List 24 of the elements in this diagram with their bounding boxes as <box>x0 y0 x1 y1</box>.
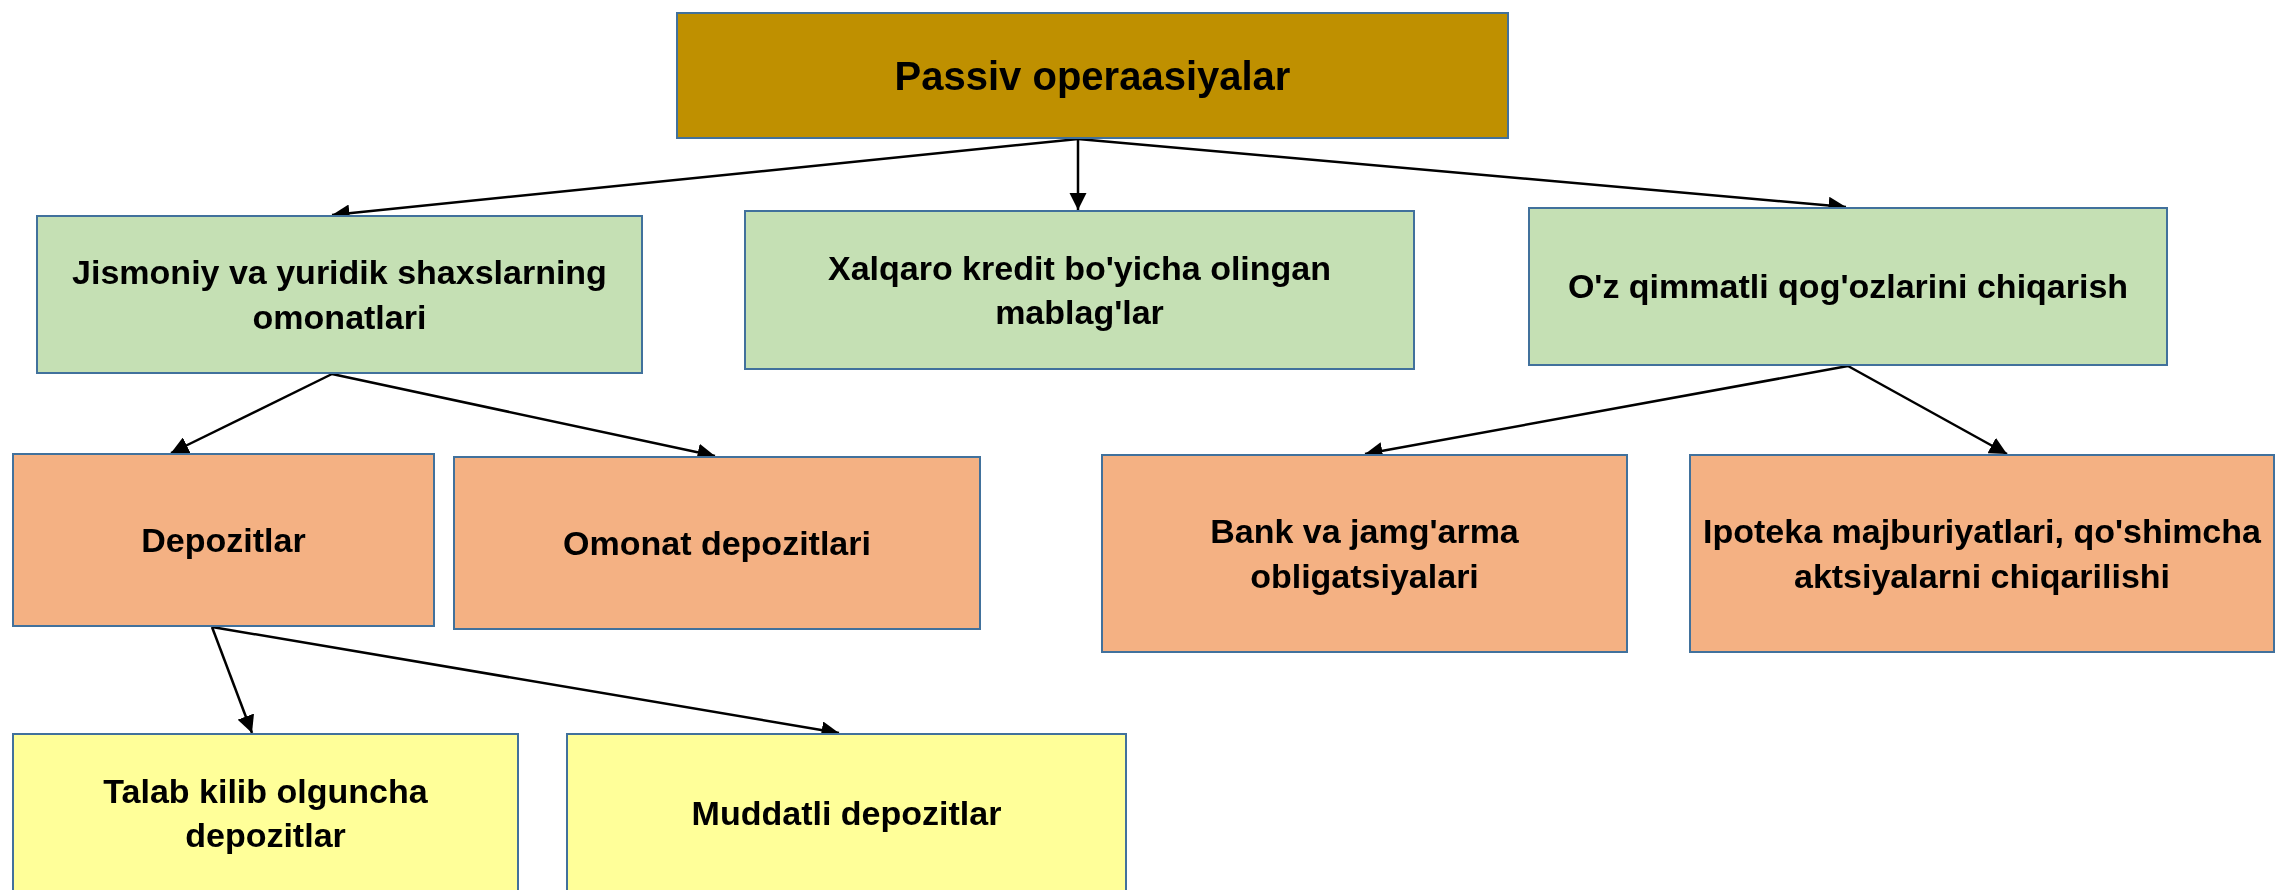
process-box <box>1689 454 2275 653</box>
box-label: Depozitlar <box>140 519 307 561</box>
process-box <box>676 12 1509 139</box>
process-box <box>12 453 435 627</box>
box-label: O'z qimmatli qog'ozlarini chiqarish <box>1566 266 2130 308</box>
process-box <box>36 215 643 374</box>
arrow <box>170 372 333 455</box>
process-box <box>744 210 1415 370</box>
process-box <box>1101 454 1628 653</box>
box-label: Xalqaro kredit bo'yicha olingan mablag'lar <box>826 247 1333 333</box>
box-label: Muddatli depozitlar <box>690 792 1003 834</box>
process-box <box>566 733 1127 890</box>
box-label: Jismoniy va yuridik shaxslarning omonatlari <box>71 252 608 338</box>
box-label: Talab kilib olguncha depozitlar <box>102 770 429 856</box>
process-box <box>12 733 519 890</box>
box-label: Bank va jamg'arma obligatsiyalari <box>1209 511 1520 597</box>
arrow <box>1069 139 1087 210</box>
box-label: Ipoteka majburiyatlari, qo'shimcha aktsiyalarni chiqarilishi <box>1702 511 2262 597</box>
arrow <box>210 626 254 734</box>
process-box <box>1528 207 2168 366</box>
box-label: Omonat depozitlari <box>562 522 872 564</box>
arrow <box>1847 364 2008 456</box>
box-label: Passiv operaasiyalar <box>893 52 1292 100</box>
process-box <box>453 456 981 630</box>
